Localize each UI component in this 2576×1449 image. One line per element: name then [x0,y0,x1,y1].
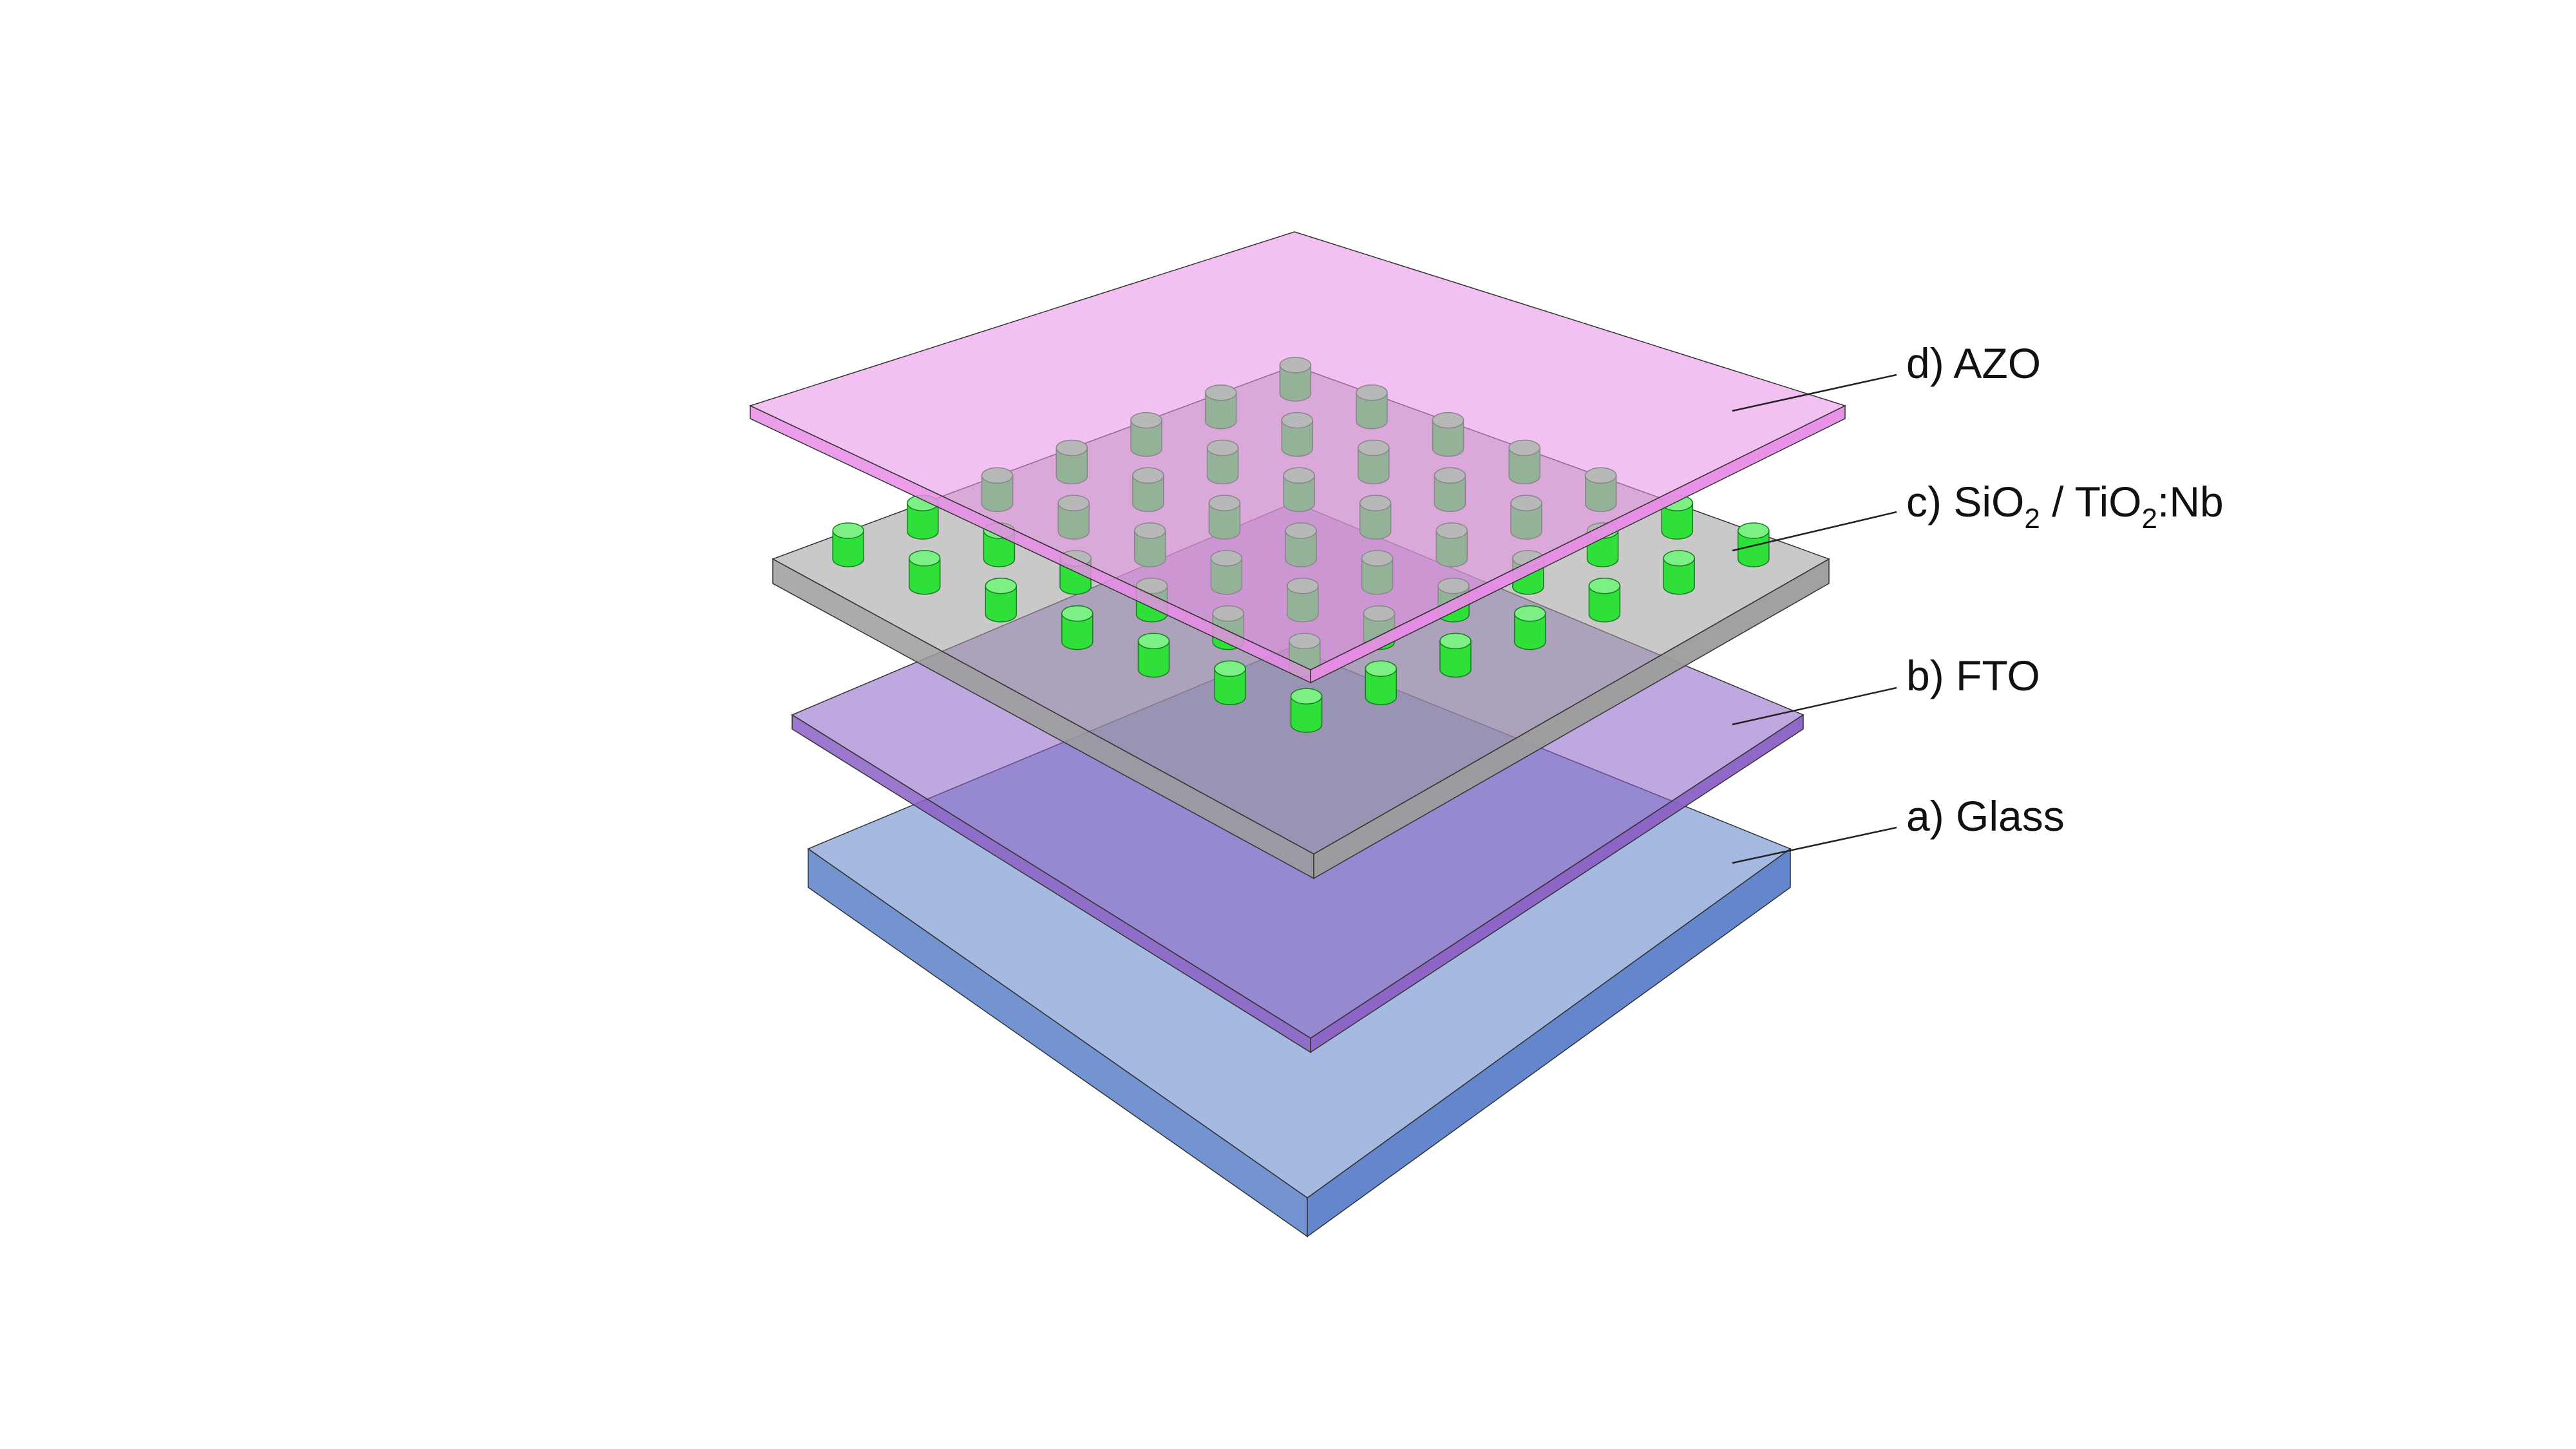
azo-top-face [748,231,1847,670]
pillar-cap [985,577,1018,594]
pillar-body [907,502,939,540]
leader-azo [1732,374,1897,412]
pillar [1137,632,1170,678]
pillar-cap [832,522,864,539]
pillar-cap [1214,660,1246,677]
pillar [1588,577,1621,623]
pillar-cap [1290,688,1323,705]
azo-layer [748,231,1847,684]
pillar [1513,605,1546,650]
label-azo: d) AZO [1906,339,2041,387]
pillar-cap [908,550,941,567]
pillar-body [908,558,941,595]
pillar-cap [1513,605,1546,622]
pillar-body [1214,668,1246,705]
pillar-body [1661,502,1694,540]
pillar-cap [1663,550,1695,567]
pillar-body [1439,640,1472,678]
pillar [985,577,1018,623]
pillar-body [985,585,1018,623]
pillar-body [1588,585,1621,623]
pillar-body [1290,696,1323,733]
pillar [1365,660,1397,705]
pillar-body [1365,668,1397,705]
leader-sio2 [1732,511,1897,552]
label-leaders [1732,374,1897,864]
pillar-cap [1061,605,1094,622]
leader-glass [1732,826,1897,864]
pillar [1290,688,1323,733]
label-sio2-tio2: c) SiO2 / TiO2:Nb [1906,478,2224,535]
pillar-body [1137,640,1170,678]
pillar-cap [1137,632,1170,650]
pillar [1439,632,1472,678]
pillar-body [832,530,864,567]
leader-fto [1732,687,1897,726]
label-glass: a) Glass [1906,792,2065,840]
pillar [1214,660,1246,705]
pillar-cap [1439,632,1472,650]
pillar-cap [1738,522,1770,539]
pillar [1738,522,1770,567]
pillar-body [1061,612,1094,650]
pillar-cap [1365,660,1397,677]
pillar [832,522,864,567]
pillar [908,550,941,595]
pillar [1663,550,1695,595]
label-fto: b) FTO [1906,652,2040,699]
pillar [1061,605,1094,650]
pillar-cap [1588,577,1621,594]
pillar-body [1663,558,1695,595]
pillar-body [1738,530,1770,567]
pillar-body [1513,612,1546,650]
